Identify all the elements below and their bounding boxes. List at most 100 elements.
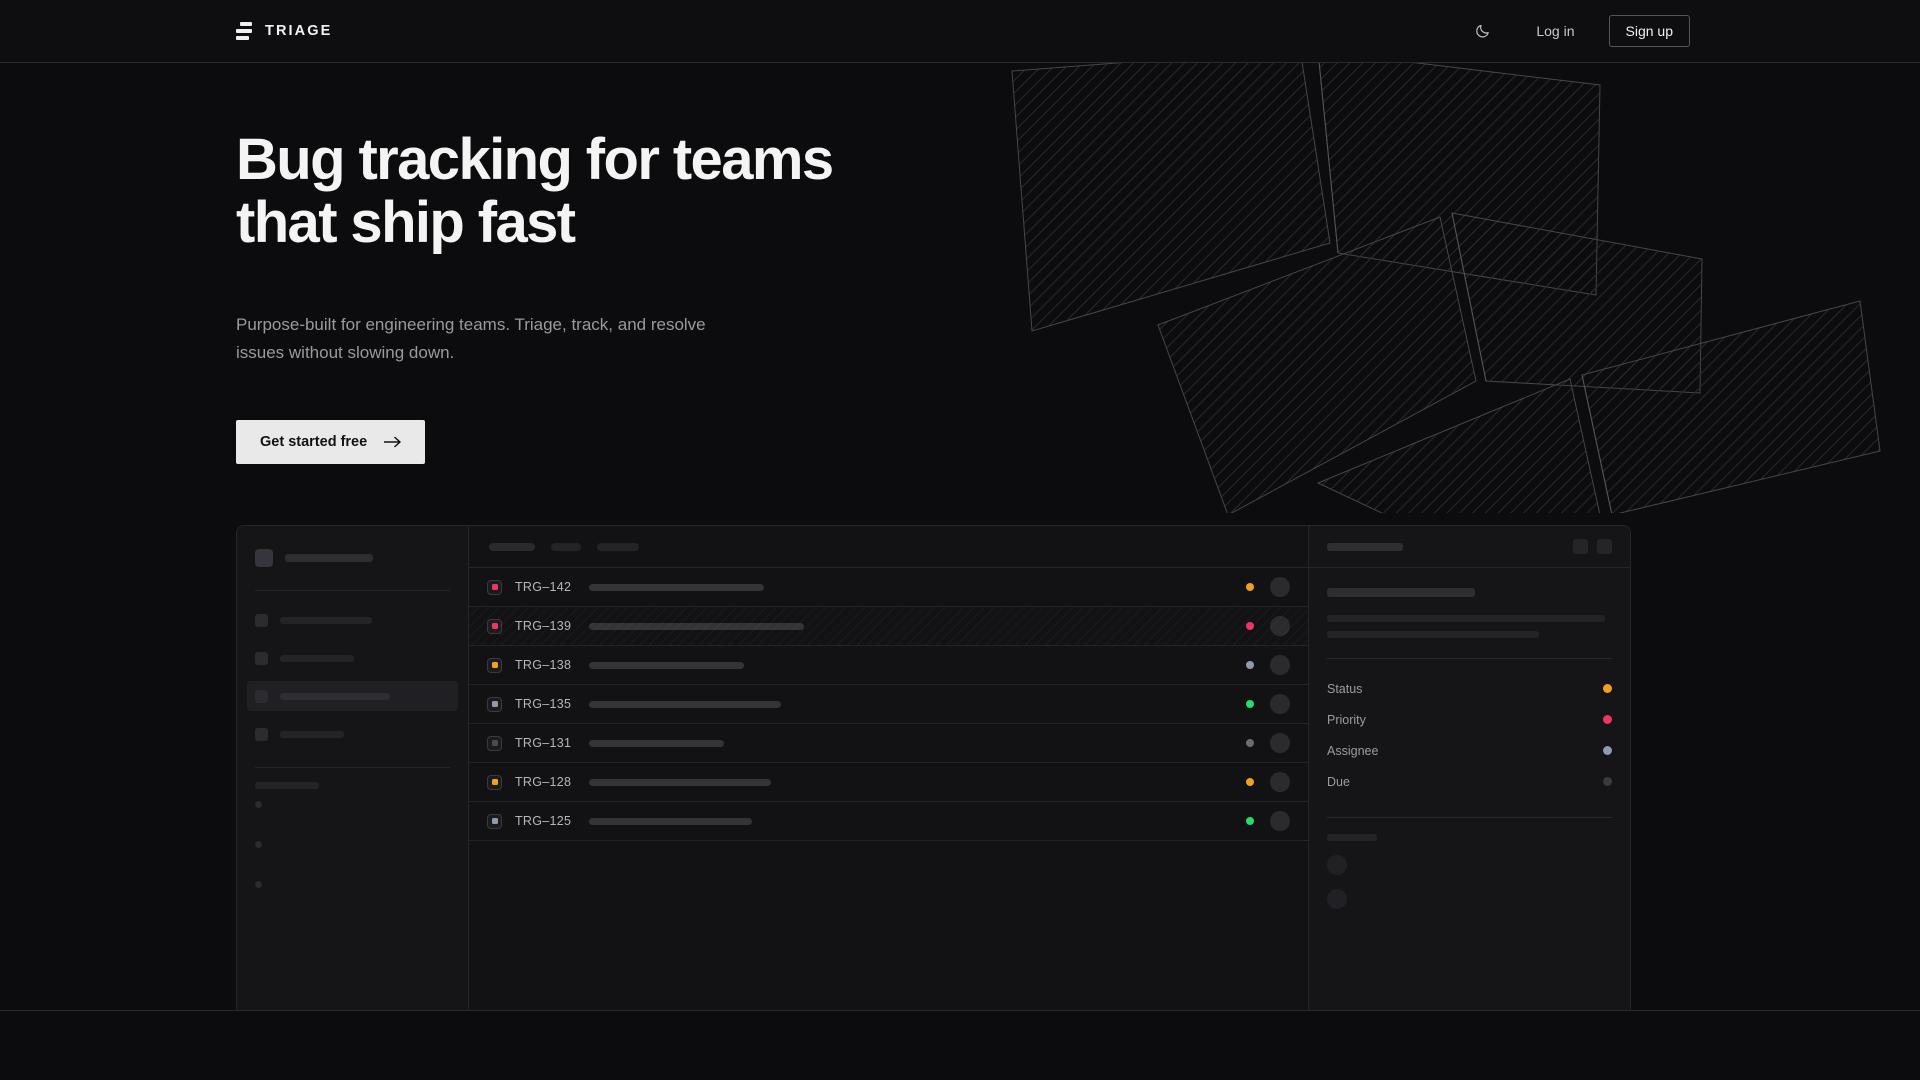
hero-heading: Bug tracking for teams that ship fast — [236, 127, 834, 256]
issue-type-badge — [487, 618, 502, 634]
issue-type-badge — [487, 774, 502, 790]
brand-logo[interactable]: TRIAGE — [236, 22, 332, 40]
detail-heading-skeleton — [1327, 588, 1475, 597]
triage-bars-icon — [236, 22, 252, 40]
field-label: Priority — [1327, 712, 1366, 727]
table-row[interactable]: TRG–131 — [469, 724, 1308, 763]
cta-label: Get started free — [260, 433, 368, 450]
sidebar-mini-item-2[interactable] — [255, 829, 450, 859]
issue-id: TRG–125 — [515, 814, 572, 828]
workspace-name-skeleton — [285, 554, 373, 562]
issue-id: TRG–138 — [515, 658, 572, 672]
row-meta — [1246, 772, 1290, 792]
field-label: Due — [1327, 774, 1350, 789]
sidebar-nav-item-3-active[interactable] — [247, 681, 458, 711]
hero-subheading: Purpose-built for engineering teams. Tri… — [236, 315, 706, 362]
detail-text-skeleton — [1327, 615, 1605, 622]
hero-section: Bug tracking for teams that ship fast Pu… — [236, 63, 1136, 464]
mockup-detail-panel: Status Priority Assignee Due — [1308, 526, 1630, 1010]
issue-rows: TRG–142 TRG–139 TRG–138 — [469, 568, 1308, 841]
mini-dot-icon — [255, 880, 262, 888]
detail-panel-body: Status Priority Assignee Due — [1309, 568, 1630, 909]
moon-icon[interactable] — [1466, 14, 1500, 48]
avatar — [1270, 655, 1290, 675]
page-bottom-rule — [0, 1010, 1920, 1011]
detail-action-button-1[interactable] — [1573, 539, 1588, 554]
mockup-issue-list: TRG–142 TRG–139 TRG–138 — [469, 526, 1308, 1010]
detail-divider — [1327, 658, 1612, 659]
table-row[interactable]: TRG–125 — [469, 802, 1308, 841]
row-meta — [1246, 577, 1290, 597]
assignee-dot — [1603, 746, 1612, 755]
app-preview-mockup: TRG–142 TRG–139 TRG–138 — [236, 525, 1631, 1010]
login-link[interactable]: Log in — [1536, 23, 1575, 39]
detail-comments — [1327, 834, 1612, 909]
nav-icon — [255, 727, 268, 741]
table-row[interactable]: TRG–139 — [469, 607, 1308, 646]
issue-title-skeleton — [589, 700, 781, 708]
issue-type-badge — [487, 735, 502, 751]
issue-id: TRG–131 — [515, 736, 572, 750]
avatar — [1270, 811, 1290, 831]
due-dot — [1603, 777, 1612, 786]
field-label: Assignee — [1327, 743, 1379, 758]
status-dot — [1246, 622, 1254, 630]
sidebar-divider-top — [255, 590, 450, 591]
table-row[interactable]: TRG–135 — [469, 685, 1308, 724]
sidebar-nav-item-4[interactable] — [247, 719, 458, 749]
sidebar-nav-item-2[interactable] — [247, 643, 458, 673]
issue-type-badge — [487, 696, 502, 712]
issue-title-skeleton — [589, 622, 804, 630]
status-dot — [1246, 700, 1254, 708]
issue-type-badge — [487, 813, 502, 829]
nav-label-skeleton — [280, 616, 372, 624]
toolbar-view-pill[interactable] — [597, 542, 639, 551]
sidebar-mini-item-3[interactable] — [255, 869, 450, 899]
status-dot — [1246, 583, 1254, 591]
nav-icon — [255, 613, 268, 627]
issue-title-skeleton — [589, 817, 752, 825]
arrow-right-icon — [384, 436, 401, 448]
table-row[interactable]: TRG–138 — [469, 646, 1308, 685]
issue-id: TRG–135 — [515, 697, 572, 711]
mockup-sidebar — [237, 526, 469, 1010]
toolbar-filter-pill[interactable] — [489, 542, 535, 551]
nav-label-skeleton — [280, 654, 354, 662]
issue-title-skeleton — [589, 583, 764, 591]
site-header: TRIAGE Log in Sign up — [0, 0, 1920, 63]
detail-field-due[interactable]: Due — [1327, 766, 1612, 797]
detail-field-assignee[interactable]: Assignee — [1327, 735, 1612, 766]
avatar — [1327, 855, 1347, 875]
header-actions: Log in Sign up — [1466, 14, 1690, 48]
section-label-skeleton — [255, 782, 319, 789]
sidebar-nav-item-1[interactable] — [247, 605, 458, 635]
detail-header-actions — [1573, 539, 1612, 554]
table-row[interactable]: TRG–142 — [469, 568, 1308, 607]
issue-title-skeleton — [589, 739, 724, 747]
toolbar-sort-pill[interactable] — [551, 542, 581, 551]
issue-id: TRG–142 — [515, 580, 572, 594]
workspace-avatar — [255, 549, 273, 567]
mockup-workspace-switcher[interactable] — [255, 544, 450, 572]
status-dot — [1246, 817, 1254, 825]
row-meta — [1246, 811, 1290, 831]
sidebar-mini-item-1[interactable] — [255, 789, 450, 819]
table-row[interactable]: TRG–128 — [469, 763, 1308, 802]
mini-dot-icon — [255, 800, 262, 808]
issue-title-skeleton — [589, 778, 771, 786]
nav-label-skeleton — [280, 692, 390, 700]
avatar — [1270, 733, 1290, 753]
status-dot — [1603, 684, 1612, 693]
sidebar-divider-bottom — [255, 767, 450, 768]
detail-action-button-2[interactable] — [1597, 539, 1612, 554]
row-meta — [1246, 733, 1290, 753]
avatar — [1327, 889, 1347, 909]
nav-label-skeleton — [280, 730, 344, 738]
detail-field-priority[interactable]: Priority — [1327, 704, 1612, 735]
detail-title-skeleton — [1327, 542, 1403, 551]
mini-dot-icon — [255, 840, 262, 848]
issue-id: TRG–128 — [515, 775, 572, 789]
get-started-button[interactable]: Get started free — [236, 419, 426, 464]
signup-button[interactable]: Sign up — [1608, 15, 1690, 47]
detail-field-status[interactable]: Status — [1327, 673, 1612, 704]
